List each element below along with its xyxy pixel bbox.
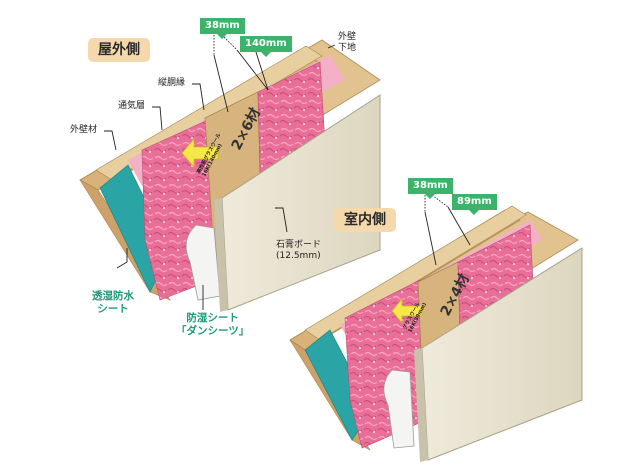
label-vapor-barrier: 防湿シート 「ダンシーツ」 bbox=[176, 312, 249, 338]
label-furring: 縦胴縁 bbox=[158, 78, 186, 88]
leader-gypsum bbox=[275, 207, 288, 233]
label-vapor-barrier-line2: 「ダンシーツ」 bbox=[176, 325, 250, 337]
leader-air-layer bbox=[152, 106, 163, 131]
leader-membrane bbox=[116, 248, 128, 269]
wall-2x4 bbox=[289, 205, 583, 462]
outdoor-side-label: 屋外側 bbox=[88, 38, 150, 62]
gypsum-board-2x4-edge bbox=[414, 348, 428, 462]
label-gypsum-board-line1: 石膏ボード bbox=[276, 240, 322, 250]
label-gypsum-board-line2: (12.5mm) bbox=[276, 251, 321, 261]
leader-dim-140-left-drop bbox=[236, 49, 269, 91]
vapor-barrier-2x6 bbox=[185, 224, 221, 301]
wall-2x6 bbox=[79, 39, 381, 312]
dim-38mm-right: 38mm bbox=[408, 178, 453, 199]
vapor-barrier-2x4 bbox=[383, 369, 415, 449]
leader-exterior-material bbox=[104, 130, 117, 151]
dim-140mm-left: 140mm bbox=[240, 36, 292, 57]
indoor-side-label: 室内側 bbox=[334, 208, 396, 232]
insulation-arrow-2x6 bbox=[181, 137, 219, 169]
label-exterior-material: 外壁材 bbox=[70, 125, 98, 135]
gypsum-board-2x4 bbox=[421, 247, 583, 461]
leader-furring bbox=[192, 83, 205, 111]
leader-dim-89-right-drop bbox=[447, 206, 471, 246]
label-air-layer: 通気層 bbox=[118, 101, 146, 111]
leader-exterior-base bbox=[327, 44, 336, 49]
label-membrane: 透湿防水 シート bbox=[92, 290, 134, 316]
label-membrane-line1: 透湿防水 bbox=[92, 290, 134, 302]
label-gypsum-board: 石膏ボード (12.5mm) bbox=[276, 240, 321, 262]
label-exterior-base: 外壁 下地 bbox=[338, 32, 356, 54]
leader-dim-38-right-drop bbox=[424, 211, 437, 266]
gypsum-board-2x6-edge bbox=[214, 198, 228, 312]
furring-2x4 bbox=[304, 205, 527, 341]
insulation-arrow-2x4 bbox=[391, 297, 423, 325]
leader-dim-38-left-drop bbox=[213, 54, 229, 113]
label-vapor-barrier-line1: 防湿シート bbox=[186, 312, 239, 324]
dim-38mm-left: 38mm bbox=[200, 18, 245, 39]
label-exterior-base-line1: 外壁 bbox=[338, 32, 357, 42]
gypsum-board-2x6 bbox=[221, 94, 381, 311]
dim-89mm-right: 89mm bbox=[452, 194, 497, 215]
label-exterior-base-line2: 下地 bbox=[338, 43, 357, 53]
label-membrane-line2: シート bbox=[97, 303, 129, 315]
